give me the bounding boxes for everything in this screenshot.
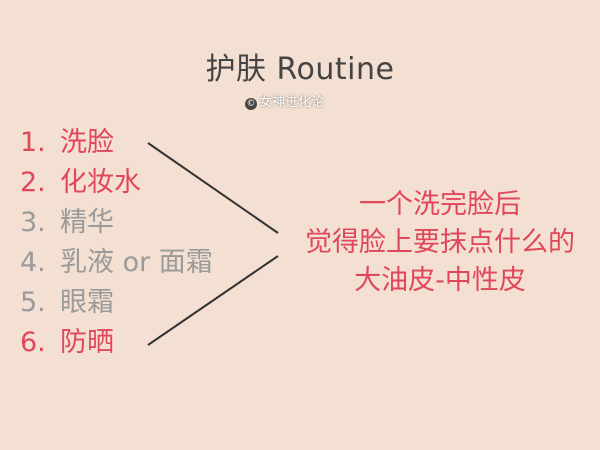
- routine-step: 1. 洗脸: [20, 123, 213, 163]
- step-label: 精华: [60, 207, 114, 238]
- bracket-line-bottom: [147, 255, 279, 346]
- routine-step-list: 1. 洗脸 2. 化妆水 3. 精华 4. 乳液 or 面霜 5. 眼霜 6. 防晒: [20, 123, 213, 363]
- watermark-text: 女神进化论: [259, 95, 325, 110]
- result-text-block: 一个洗完脸后 觉得脸上要抹点什么的 大油皮-中性皮: [280, 186, 600, 300]
- step-label: 眼霜: [60, 287, 114, 318]
- bracket-line-top: [147, 142, 279, 234]
- step-number: 1.: [20, 127, 46, 158]
- step-label: 防晒: [60, 327, 114, 358]
- result-line: 大油皮-中性皮: [354, 265, 526, 296]
- step-label: 乳液 or 面霜: [60, 247, 213, 278]
- slide-title: 护肤 Routine: [205, 52, 395, 87]
- copyright-icon: ©: [245, 98, 257, 110]
- result-line: 觉得脸上要抹点什么的: [305, 227, 575, 258]
- routine-step: 5. 眼霜: [20, 283, 213, 323]
- step-number: 3.: [20, 207, 46, 238]
- routine-step: 2. 化妆水: [20, 163, 213, 203]
- watermark: ©女神进化论: [245, 91, 324, 110]
- routine-step: 6. 防晒: [20, 323, 213, 363]
- result-line: 一个洗完脸后: [359, 189, 521, 220]
- step-number: 6.: [20, 327, 46, 358]
- step-number: 2.: [20, 167, 46, 198]
- step-label: 洗脸: [60, 127, 114, 158]
- step-number: 4.: [20, 247, 46, 278]
- step-label: 化妆水: [60, 167, 141, 198]
- routine-step: 3. 精华: [20, 203, 213, 243]
- step-number: 5.: [20, 287, 46, 318]
- routine-step: 4. 乳液 or 面霜: [20, 243, 213, 283]
